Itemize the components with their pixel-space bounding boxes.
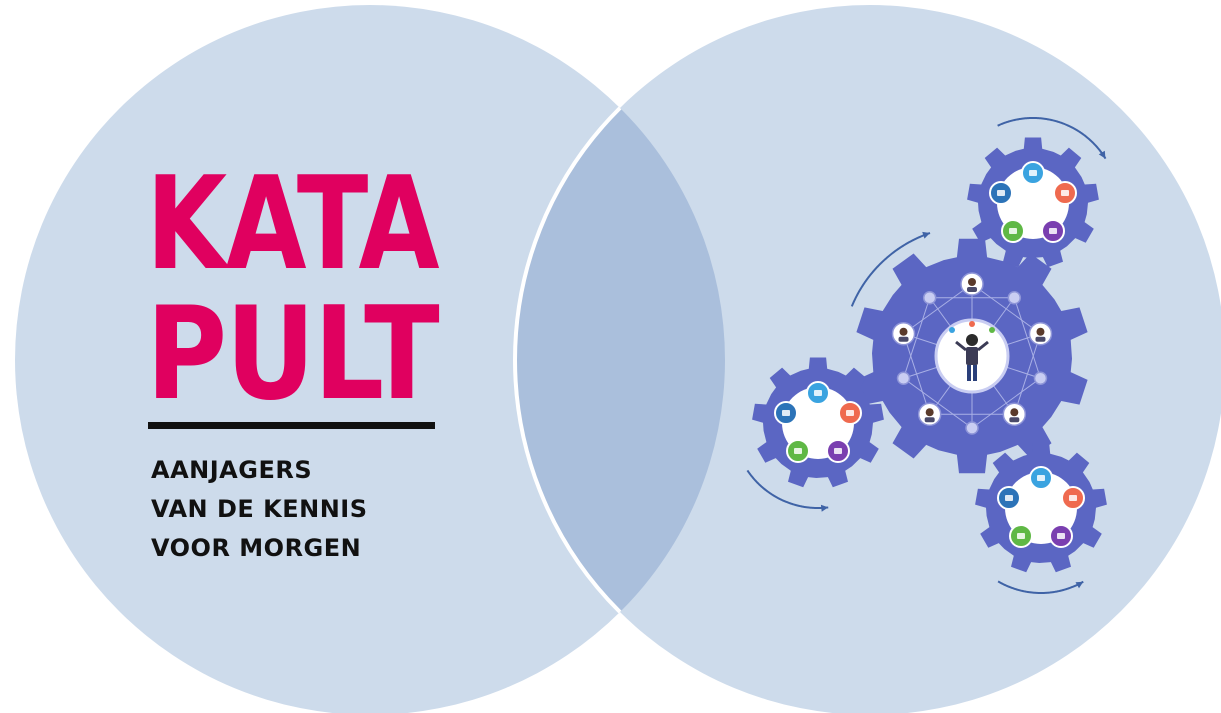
- tagline-line-3: VOOR MORGEN: [151, 534, 361, 562]
- network-node-icon: [965, 421, 979, 435]
- logo-word-kata: KATA: [146, 150, 440, 299]
- katapult-logo: KATA PULT AANJAGERS VAN DE KENNIS VOOR M…: [146, 150, 442, 562]
- main-gear: [856, 238, 1088, 474]
- logo-divider: [148, 422, 435, 429]
- logo-word-pult: PULT: [146, 280, 439, 429]
- tagline-line-2: VAN DE KENNIS: [151, 495, 368, 523]
- network-node-icon: [1007, 291, 1022, 305]
- rotation-arrow-bottom: [997, 580, 1084, 594]
- network-node-icon: [1033, 371, 1048, 385]
- satellite-gear-bottom: [975, 442, 1107, 573]
- gears-illustration: [746, 116, 1107, 594]
- left-circle: [15, 5, 725, 713]
- satellite-gear-left: [752, 357, 884, 488]
- network-node-icon: [896, 371, 911, 385]
- right-circle-outline: [513, 5, 725, 713]
- satellite-gear-top: [967, 137, 1099, 268]
- tagline-line-1: AANJAGERS: [151, 456, 312, 484]
- rotation-arrow-main: [850, 231, 931, 307]
- rotation-arrow-top: [997, 116, 1107, 160]
- rotation-arrow-left: [746, 469, 829, 512]
- network-node-icon: [922, 291, 937, 305]
